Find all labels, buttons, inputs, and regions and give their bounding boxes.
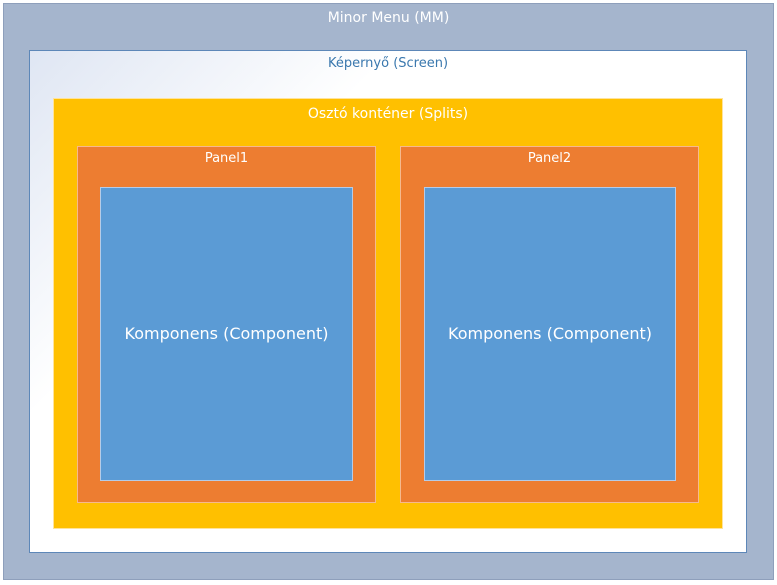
panel1-label: Panel1 <box>204 151 249 166</box>
minor-menu-label: Minor Menu (MM) <box>327 10 450 26</box>
panel2-component-box: Komponens (Component) <box>424 187 676 481</box>
splits-container-label: Osztó konténer (Splits) <box>307 106 469 122</box>
panel1-component-box: Komponens (Component) <box>100 187 353 481</box>
panel1-component-label: Komponens (Component) <box>124 324 329 343</box>
panel2-component-label: Komponens (Component) <box>448 324 652 343</box>
panel2-label: Panel2 <box>527 151 572 166</box>
screen-label: Képernyő (Screen) <box>327 56 449 71</box>
